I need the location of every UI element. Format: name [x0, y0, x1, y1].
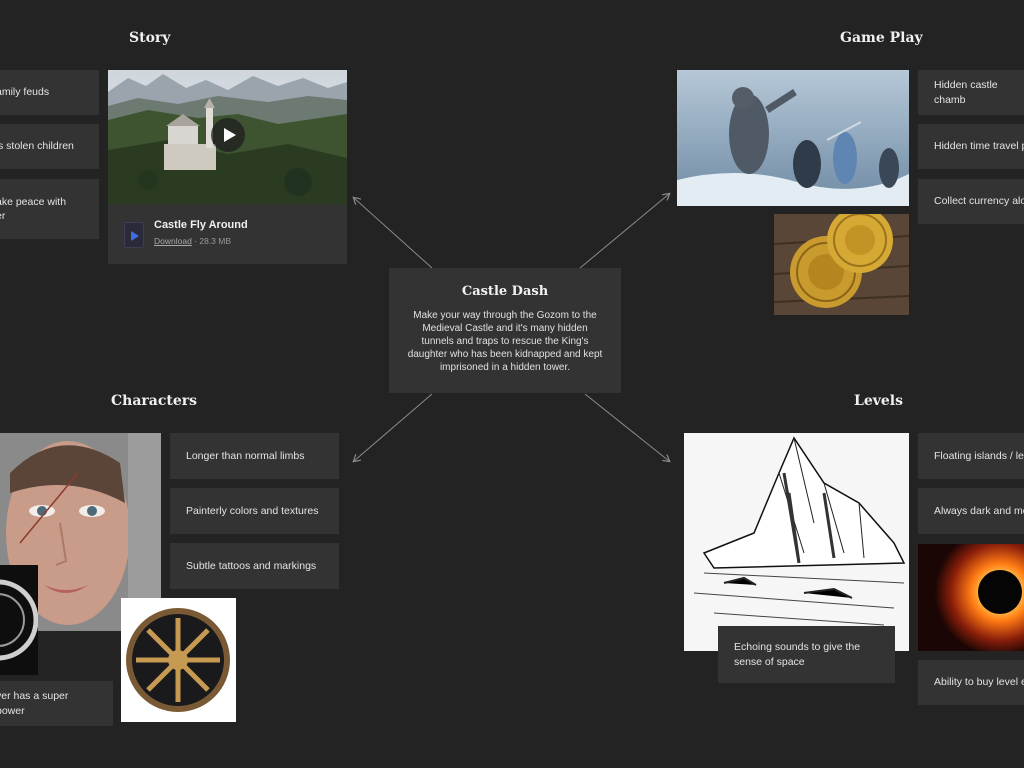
- section-title-story: Story: [129, 30, 171, 46]
- video-attachment-card[interactable]: Castle Fly Around Download · 28.3 MB: [108, 70, 347, 264]
- section-title-characters: Characters: [111, 393, 197, 409]
- play-icon[interactable]: [211, 118, 245, 152]
- shield-image[interactable]: [121, 598, 236, 722]
- file-size: · 28.3 MB: [191, 236, 232, 246]
- arrow-to-story: [354, 198, 433, 269]
- arrow-to-levels: [584, 393, 669, 461]
- gameplay-card-label: Collect currency alo: [934, 195, 1024, 208]
- video-file-title: Castle Fly Around: [154, 219, 248, 231]
- arrow-to-gameplay: [579, 194, 669, 269]
- floating-island-sketch-image[interactable]: [684, 433, 909, 651]
- download-link[interactable]: Download: [154, 236, 192, 246]
- battle-scene-image[interactable]: [677, 70, 909, 206]
- section-title-levels: Levels: [854, 393, 903, 409]
- level-card-always-dark[interactable]: Always dark and mo: [918, 488, 1024, 534]
- gold-coins-image[interactable]: [774, 214, 909, 315]
- section-title-gameplay: Game Play: [840, 30, 923, 46]
- level-card-label: Echoing sounds to give the sense of spac…: [734, 641, 861, 668]
- gameplay-card-currency[interactable]: Collect currency alo: [918, 179, 1024, 224]
- character-card-tattoos[interactable]: Subtle tattoos and markings: [170, 543, 339, 589]
- game-description: Make your way through the Gozom to the M…: [407, 310, 603, 373]
- level-card-label: Ability to buy level e: [934, 676, 1024, 689]
- gameplay-card-label: Hidden time travel p: [934, 140, 1024, 153]
- story-card-label: ake peace with er: [0, 195, 67, 222]
- character-card-super-power[interactable]: ver has a super power: [0, 681, 113, 726]
- story-card-label: amily feuds: [0, 86, 50, 99]
- level-card-label: Always dark and mo: [934, 504, 1024, 517]
- story-card-label: 's stolen children: [0, 140, 74, 153]
- character-card-label: Painterly colors and textures: [186, 504, 319, 517]
- arrow-to-characters: [354, 393, 433, 461]
- central-concept-card[interactable]: Castle Dash Make your way through the Go…: [389, 268, 621, 393]
- character-card-limbs[interactable]: Longer than normal limbs: [170, 433, 339, 479]
- gameplay-card-label: Hidden castle chamb: [934, 79, 998, 106]
- story-card-feuds[interactable]: amily feuds: [0, 70, 99, 115]
- level-card-floating-islands[interactable]: Floating islands / lev: [918, 433, 1024, 479]
- video-file-icon: [124, 222, 144, 248]
- gameplay-card-chambers[interactable]: Hidden castle chamb: [918, 70, 1024, 115]
- character-card-label: ver has a super power: [0, 690, 69, 717]
- video-file-meta: Download · 28.3 MB: [154, 236, 231, 246]
- character-card-colors[interactable]: Painterly colors and textures: [170, 488, 339, 534]
- level-card-label: Floating islands / lev: [934, 449, 1024, 462]
- rune-circle-image[interactable]: [0, 565, 38, 675]
- story-card-peace[interactable]: ake peace with er: [0, 179, 99, 239]
- gameplay-card-time-travel[interactable]: Hidden time travel p: [918, 124, 1024, 169]
- solar-eclipse-image[interactable]: [918, 544, 1024, 651]
- game-title: Castle Dash: [461, 284, 549, 299]
- level-card-buy-level[interactable]: Ability to buy level e: [918, 660, 1024, 705]
- level-card-echoing-sounds[interactable]: Echoing sounds to give the sense of spac…: [718, 626, 895, 683]
- character-card-label: Subtle tattoos and markings: [186, 559, 317, 572]
- character-card-label: Longer than normal limbs: [186, 449, 305, 462]
- story-card-children[interactable]: 's stolen children: [0, 124, 99, 169]
